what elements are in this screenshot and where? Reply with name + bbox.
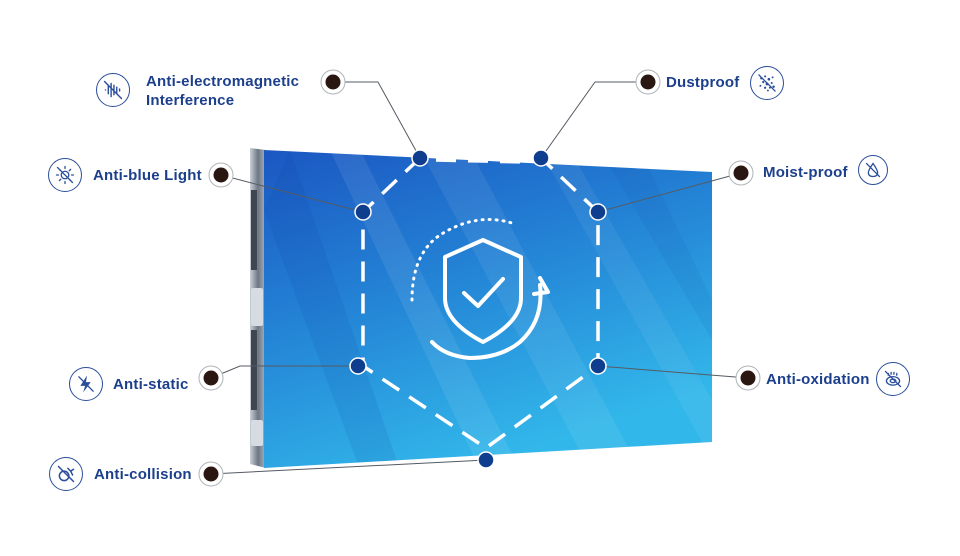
- label-anti-emi-line1: Anti-electromagnetic: [146, 73, 300, 90]
- node-dots: [349, 149, 607, 469]
- dashed-shield-top: [435, 158, 525, 164]
- panel-light-streaks: [264, 150, 712, 468]
- collision-blocked-icon: [49, 457, 83, 491]
- label-anti-blue-light: Anti-blue Light: [93, 167, 202, 184]
- node-dot-moist-proof: [589, 203, 607, 221]
- droplet-blocked-icon: [858, 155, 888, 185]
- node-dot-anti-collision: [477, 451, 495, 469]
- node-dot-anti-static: [349, 357, 367, 375]
- oxidation-blocked-icon: [876, 362, 910, 396]
- led-panel-face: [264, 150, 712, 468]
- label-anti-static: Anti-static: [113, 376, 189, 393]
- callout-dot-moist-proof: [728, 160, 754, 186]
- shield-check-icon: [430, 238, 550, 360]
- label-moist-proof: Moist-proof: [763, 164, 848, 181]
- node-dot-anti-oxidation: [589, 357, 607, 375]
- node-dot-anti-emi: [411, 149, 429, 167]
- sun-blocked-icon: [48, 158, 82, 192]
- label-anti-oxidation: Anti-oxidation: [766, 371, 870, 388]
- waveform-blocked-icon: [96, 73, 130, 107]
- label-anti-emi-line2: Interference: [146, 92, 235, 109]
- node-dot-anti-blue-light: [354, 203, 372, 221]
- label-anti-emi: Anti-electromagnetic Interference: [146, 72, 299, 110]
- callout-dot-anti-collision: [198, 461, 224, 487]
- panel-side-frame: [250, 148, 266, 468]
- callout-dot-dustproof: [635, 69, 661, 95]
- callout-dot-anti-oxidation: [735, 365, 761, 391]
- lightning-blocked-icon: [69, 367, 103, 401]
- node-dot-dustproof: [532, 149, 550, 167]
- callout-dot-anti-blue-light: [208, 162, 234, 188]
- dust-particles-icon: [750, 66, 784, 100]
- callout-lines: [210, 81, 749, 475]
- callout-dot-anti-static: [198, 365, 224, 391]
- callout-dot-anti-emi: [320, 69, 346, 95]
- label-anti-collision: Anti-collision: [94, 466, 192, 483]
- callout-dots: [198, 69, 761, 487]
- label-dustproof: Dustproof: [666, 74, 740, 91]
